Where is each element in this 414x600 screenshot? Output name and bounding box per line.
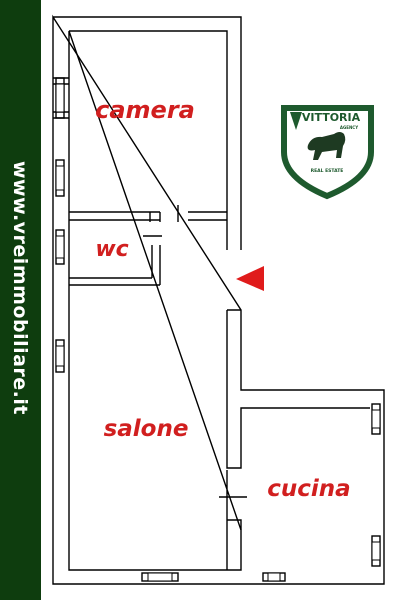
room-label-cucina: cucina xyxy=(267,476,350,502)
room-label-salone: salone xyxy=(104,416,189,442)
wall-camera-wc xyxy=(69,211,227,221)
vittoria-logo: VITTORIA AGENCY REAL ESTATE xyxy=(281,105,374,200)
sidebar-banner: www.vreimmobiliare.it xyxy=(0,0,41,600)
partition-salone-cucina xyxy=(226,309,370,530)
room-label-wc: wc xyxy=(95,237,128,262)
wc-wall xyxy=(69,245,161,286)
bull-icon xyxy=(307,132,346,160)
room-label-camera: camera xyxy=(95,96,195,124)
logo-tagline: REAL ESTATE xyxy=(311,168,344,174)
entry-arrow-icon xyxy=(236,266,264,291)
outer-wall xyxy=(52,14,385,585)
inner-wall xyxy=(68,30,242,571)
logo-sub: AGENCY xyxy=(340,125,358,130)
logo-name: VITTORIA xyxy=(302,111,361,124)
bull-shield-icon xyxy=(281,105,374,200)
wc-door xyxy=(149,205,179,222)
